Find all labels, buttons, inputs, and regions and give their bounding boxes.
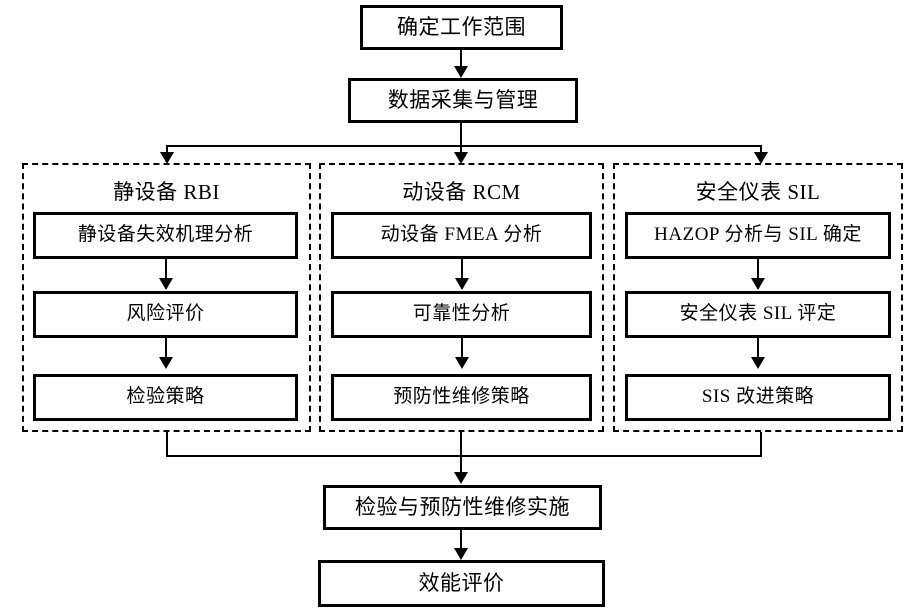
node-sil-2[interactable]: 安全仪表 SIL 评定 <box>625 291 891 338</box>
group-sil-title: 安全仪表 SIL <box>695 180 821 204</box>
node-implement-label: 检验与预防性维修实施 <box>355 494 570 519</box>
connector-merge-rbi <box>166 432 168 457</box>
node-sil-1-label: HAZOP 分析与 SIL 确定 <box>654 224 862 246</box>
node-evaluate[interactable]: 效能评价 <box>318 560 605 607</box>
connector-rbi-1-to-2 <box>165 259 167 282</box>
group-rbi <box>22 163 311 432</box>
node-sil-3[interactable]: SIS 改进策略 <box>625 374 891 421</box>
connector-rcm-1-to-2 <box>461 259 463 282</box>
node-scope-label: 确定工作范围 <box>397 14 526 39</box>
connector-implement-to-evaluate <box>460 530 462 550</box>
node-rbi-1-label: 静设备失效机理分析 <box>77 224 254 246</box>
node-rcm-3[interactable]: 预防性维修策略 <box>331 374 592 421</box>
connector-fanin-bar <box>166 455 762 457</box>
arrowhead-sil-1-to-2 <box>751 278 765 290</box>
node-sil-1[interactable]: HAZOP 分析与 SIL 确定 <box>625 212 891 259</box>
node-data[interactable]: 数据采集与管理 <box>348 78 578 123</box>
node-sil-3-label: SIS 改进策略 <box>701 386 815 408</box>
connector-rbi-2-to-3 <box>165 338 167 361</box>
node-rcm-2-label: 可靠性分析 <box>412 303 511 325</box>
node-scope[interactable]: 确定工作范围 <box>360 5 563 50</box>
connector-fanout-bar <box>166 145 762 147</box>
node-rcm-3-label: 预防性维修策略 <box>393 386 530 408</box>
arrowhead-scope-to-data <box>454 66 468 78</box>
arrowhead-rcm-2-to-3 <box>455 357 469 369</box>
connector-sil-2-to-3 <box>757 338 759 361</box>
node-rbi-2[interactable]: 风险评价 <box>33 291 298 338</box>
connector-data-trunk <box>460 123 462 147</box>
arrowhead-rbi-1-to-2 <box>159 278 173 290</box>
group-sil <box>613 163 903 432</box>
node-rcm-2[interactable]: 可靠性分析 <box>331 291 592 338</box>
group-rcm-title: 动设备 RCM <box>402 180 521 204</box>
arrowhead-sil-2-to-3 <box>751 357 765 369</box>
connector-merge-sil <box>760 432 762 457</box>
arrowhead-rbi-2-to-3 <box>159 357 173 369</box>
node-sil-2-label: 安全仪表 SIL 评定 <box>679 303 837 325</box>
connector-rcm-2-to-3 <box>461 338 463 361</box>
group-rbi-title: 静设备 RBI <box>113 180 220 204</box>
arrowhead-branch-sil <box>754 152 768 164</box>
arrowhead-branch-rbi <box>160 152 174 164</box>
node-rbi-2-label: 风险评价 <box>126 303 205 325</box>
node-evaluate-label: 效能评价 <box>418 570 505 595</box>
connector-sil-1-to-2 <box>757 259 759 282</box>
node-rcm-1-label: 动设备 FMEA 分析 <box>380 224 543 246</box>
node-rbi-3-label: 检验策略 <box>126 386 205 408</box>
connector-scope-to-data <box>460 50 462 68</box>
node-rbi-1[interactable]: 静设备失效机理分析 <box>33 212 298 259</box>
group-rcm <box>319 163 604 432</box>
node-rcm-1[interactable]: 动设备 FMEA 分析 <box>331 212 592 259</box>
node-implement[interactable]: 检验与预防性维修实施 <box>323 485 602 530</box>
arrowhead-merge-to-implement <box>454 472 468 484</box>
node-rbi-3[interactable]: 检验策略 <box>33 374 298 421</box>
arrowhead-branch-rcm <box>454 152 468 164</box>
arrowhead-implement-to-evaluate <box>454 548 468 560</box>
arrowhead-rcm-1-to-2 <box>455 278 469 290</box>
node-data-label: 数据采集与管理 <box>387 87 539 112</box>
connector-merge-rcm <box>460 432 462 476</box>
